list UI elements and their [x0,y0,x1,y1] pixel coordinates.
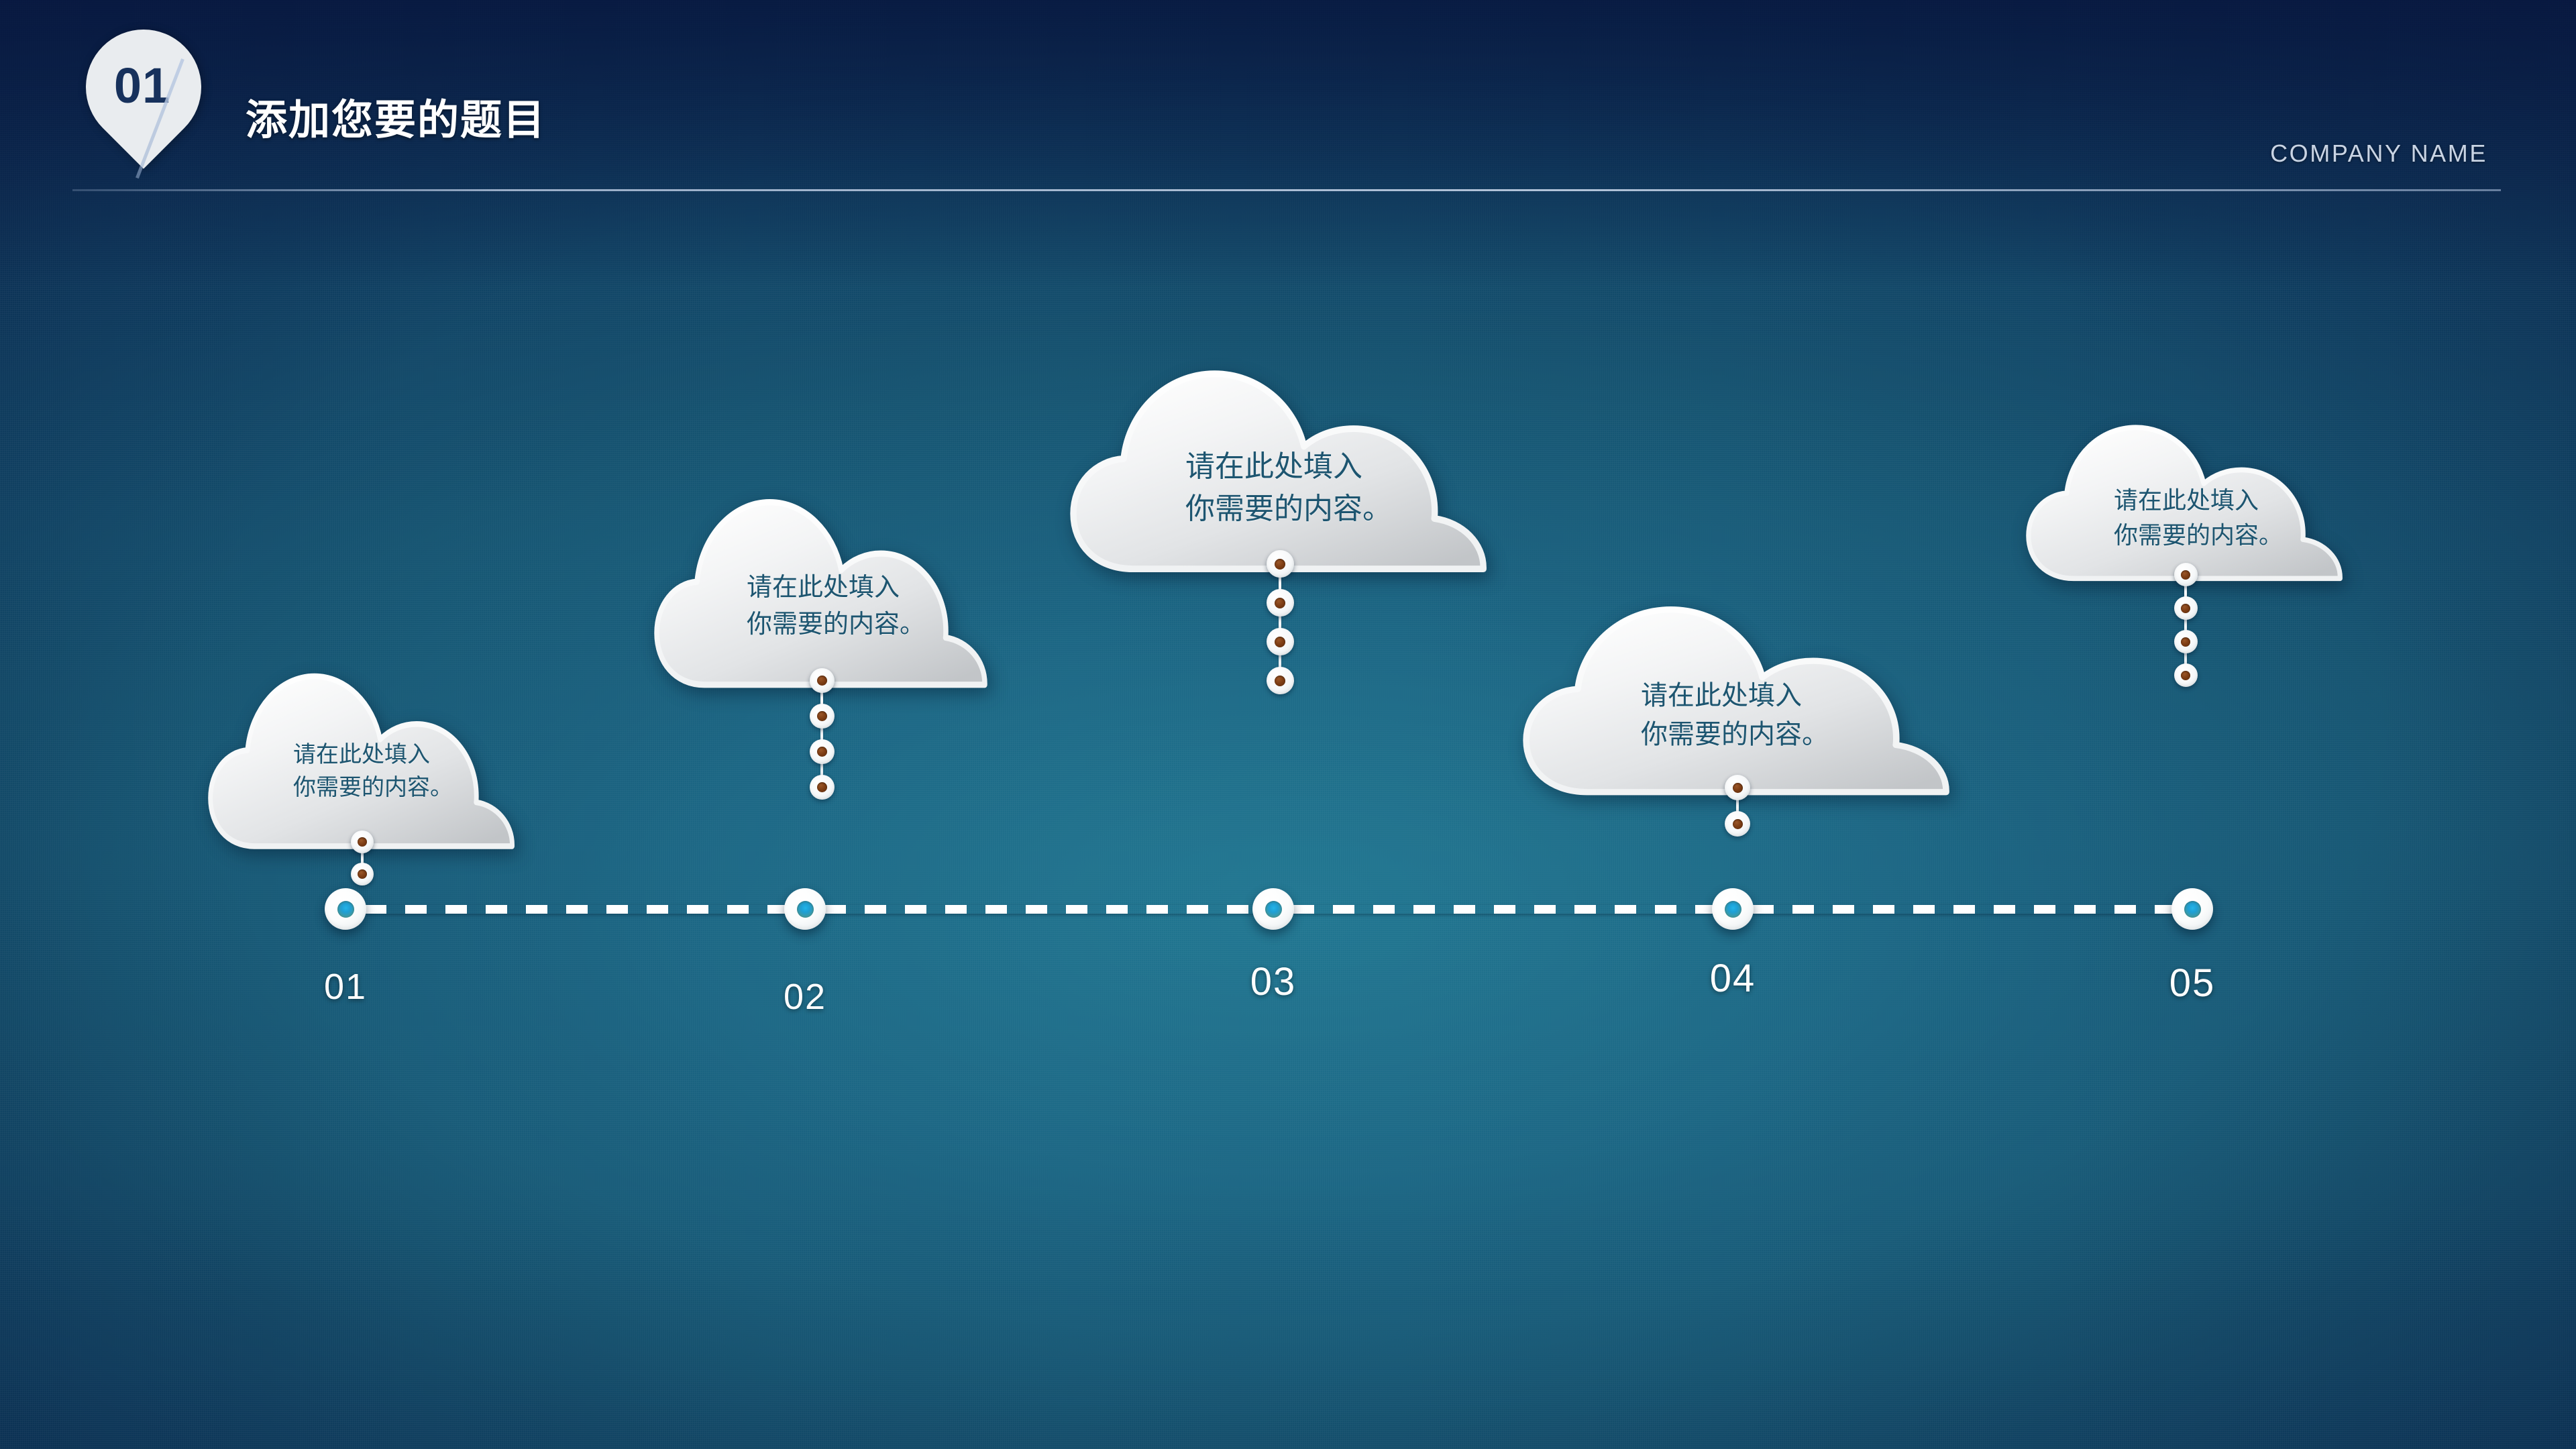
chain-bead-icon [351,863,374,885]
chain-bead-icon [2174,596,2198,620]
timeline-node-icon[interactable] [1712,888,1754,930]
chain-bead-core [2181,603,2190,613]
cloud-shape-icon [654,496,989,691]
company-name-label: COMPANY NAME [2270,140,2487,167]
timeline-node-core [796,900,814,918]
chain-bead-icon [809,704,835,729]
timeline-step-label: 03 [1250,960,1297,1004]
chain-bead-icon [2174,663,2198,687]
chain-bead-icon [1266,550,1294,578]
chain-bead-core [816,782,827,792]
cloud-callout[interactable]: 请在此处填入 你需要的内容。 [1523,604,1952,837]
cloud-bead-chain [809,668,835,800]
chain-bead-icon [809,668,835,693]
chain-bead-core [816,711,827,721]
cloud-callout[interactable]: 请在此处填入 你需要的内容。 [654,496,989,800]
cloud-text: 请在此处填入 你需要的内容。 [747,574,926,639]
timeline-node-core [1724,900,1741,918]
chain-bead-core [1275,636,1285,647]
cloud-text: 请在此处填入 你需要的内容。 [293,742,453,800]
timeline-node-icon[interactable] [325,888,366,930]
chain-bead-core [816,676,827,686]
chain-bead-core [1275,558,1285,570]
chain-bead-icon [1266,628,1294,655]
timeline-step-label: 04 [1709,957,1756,1000]
chain-bead-icon [1266,589,1294,616]
cloud-callout[interactable]: 请在此处填入 你需要的内容。 [208,671,517,885]
cloud-callout[interactable]: 请在此处填入 你需要的内容。 [1070,368,1489,694]
chain-bead-core [816,747,827,757]
chain-bead-core [1275,597,1285,608]
chain-connector-line [361,842,364,874]
cloud-bead-chain [1266,550,1294,694]
cloud-callout[interactable]: 请在此处填入 你需要的内容。 [2026,423,2345,687]
dashed-line-icon [824,905,1254,914]
chain-bead-icon [351,830,374,853]
cloud-bead-chain [2174,563,2198,687]
chain-bead-icon [1266,667,1294,694]
dashed-line-icon [1293,905,1713,914]
cloud-shape-icon [208,671,517,852]
cloud-shape-icon [1523,604,1952,798]
timeline-step-label: 01 [323,967,368,1007]
cloud-text: 请在此处填入 你需要的内容。 [1185,450,1392,526]
chain-bead-core [358,869,367,879]
slide-header: 01 添加您要的题目 COMPANY NAME [0,0,2576,195]
cloud-shape-icon [2026,423,2345,584]
chain-bead-icon [1725,811,1750,837]
timeline-node-core [337,900,354,918]
chain-bead-core [358,837,367,847]
dashed-line-icon [1752,905,2173,914]
chain-connector-line [2184,575,2187,676]
cloud-text: 请在此处填入 你需要的内容。 [2114,486,2284,549]
timeline-node-core [2184,900,2201,918]
cloud-shape-icon [1070,368,1489,576]
timeline-node-icon[interactable] [784,888,826,930]
timeline-step-label: 02 [783,977,827,1017]
chain-bead-core [1732,818,1743,829]
chain-connector-line [820,681,823,788]
cloud-bead-chain [1725,775,1750,837]
timeline-node-icon[interactable] [1252,888,1294,930]
chain-bead-icon [2174,563,2198,586]
chain-connector-line [1736,788,1739,824]
chain-connector-line [1279,564,1281,681]
timeline-node-core [1265,900,1282,918]
dashed-line-icon [365,905,786,914]
background-top-shade [0,0,2576,288]
chain-bead-icon [2174,630,2198,653]
chain-bead-core [2181,570,2190,580]
chain-bead-icon [809,775,835,800]
header-divider-line [72,189,2501,191]
chain-bead-icon [809,739,835,764]
chain-bead-icon [1725,775,1750,800]
cloud-text: 请在此处填入 你需要的内容。 [1641,681,1829,749]
timeline-node-icon[interactable] [2171,888,2213,930]
chain-bead-core [1732,782,1743,793]
cloud-bead-chain [351,830,374,885]
chain-bead-core [2181,637,2190,647]
chain-bead-core [2181,670,2190,680]
timeline-step-label: 05 [2169,961,2216,1005]
page-title: 添加您要的题目 [246,97,547,144]
chain-bead-core [1275,675,1285,686]
